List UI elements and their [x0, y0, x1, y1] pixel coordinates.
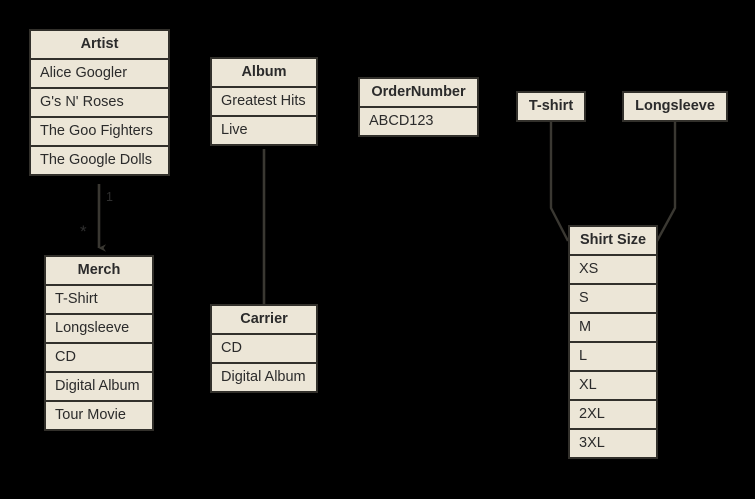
entity-artist-row-3[interactable]: The Google Dolls	[31, 147, 168, 174]
entity-shirtsize-row-1[interactable]: S	[570, 285, 656, 312]
entity-ordernumber-title: OrderNumber	[360, 79, 477, 106]
entity-shirtsize-row-0[interactable]: XS	[570, 256, 656, 283]
entity-shirtsize-row-3[interactable]: L	[570, 343, 656, 370]
entity-shirtsize[interactable]: Shirt Size XS S M L XL 2XL 3XL	[568, 225, 658, 459]
entity-ordernumber-row-0[interactable]: ABCD123	[360, 108, 477, 135]
entity-carrier-row-0[interactable]: CD	[212, 335, 316, 362]
multiplicity-label-source: 1	[106, 190, 113, 204]
entity-merch-title: Merch	[46, 257, 152, 284]
entity-carrier-row-1[interactable]: Digital Album	[212, 364, 316, 391]
entity-merch-row-2[interactable]: CD	[46, 344, 152, 371]
entity-artist-row-0[interactable]: Alice Googler	[31, 60, 168, 87]
entity-album-row-0[interactable]: Greatest Hits	[212, 88, 316, 115]
entity-artist-row-1[interactable]: G's N' Roses	[31, 89, 168, 116]
connector-longsleeve-shirtsize	[655, 121, 677, 242]
entity-shirtsize-row-2[interactable]: M	[570, 314, 656, 341]
entity-merch[interactable]: Merch T-Shirt Longsleeve CD Digital Albu…	[44, 255, 154, 431]
entity-merch-row-3[interactable]: Digital Album	[46, 373, 152, 400]
entity-merch-row-4[interactable]: Tour Movie	[46, 402, 152, 429]
entity-merch-row-0[interactable]: T-Shirt	[46, 286, 152, 313]
entity-longsleeve[interactable]: Longsleeve	[622, 91, 728, 122]
entity-album-title: Album	[212, 59, 316, 86]
entity-shirtsize-title: Shirt Size	[570, 227, 656, 254]
entity-carrier[interactable]: Carrier CD Digital Album	[210, 304, 318, 393]
entity-tshirt[interactable]: T-shirt	[516, 91, 586, 122]
entity-shirtsize-row-4[interactable]: XL	[570, 372, 656, 399]
entity-tshirt-title: T-shirt	[518, 93, 584, 120]
entity-longsleeve-title: Longsleeve	[624, 93, 726, 120]
entity-shirtsize-row-6[interactable]: 3XL	[570, 430, 656, 457]
entity-artist-title: Artist	[31, 31, 168, 58]
entity-artist[interactable]: Artist Alice Googler G's N' Roses The Go…	[29, 29, 170, 176]
entity-album-row-1[interactable]: Live	[212, 117, 316, 144]
entity-artist-row-2[interactable]: The Goo Fighters	[31, 118, 168, 145]
connector-tshirt-shirtsize	[549, 121, 570, 242]
multiplicity-label-target: *	[80, 222, 87, 241]
entity-ordernumber[interactable]: OrderNumber ABCD123	[358, 77, 479, 137]
entity-merch-row-1[interactable]: Longsleeve	[46, 315, 152, 342]
entity-carrier-title: Carrier	[212, 306, 316, 333]
entity-shirtsize-row-5[interactable]: 2XL	[570, 401, 656, 428]
entity-album[interactable]: Album Greatest Hits Live	[210, 57, 318, 146]
